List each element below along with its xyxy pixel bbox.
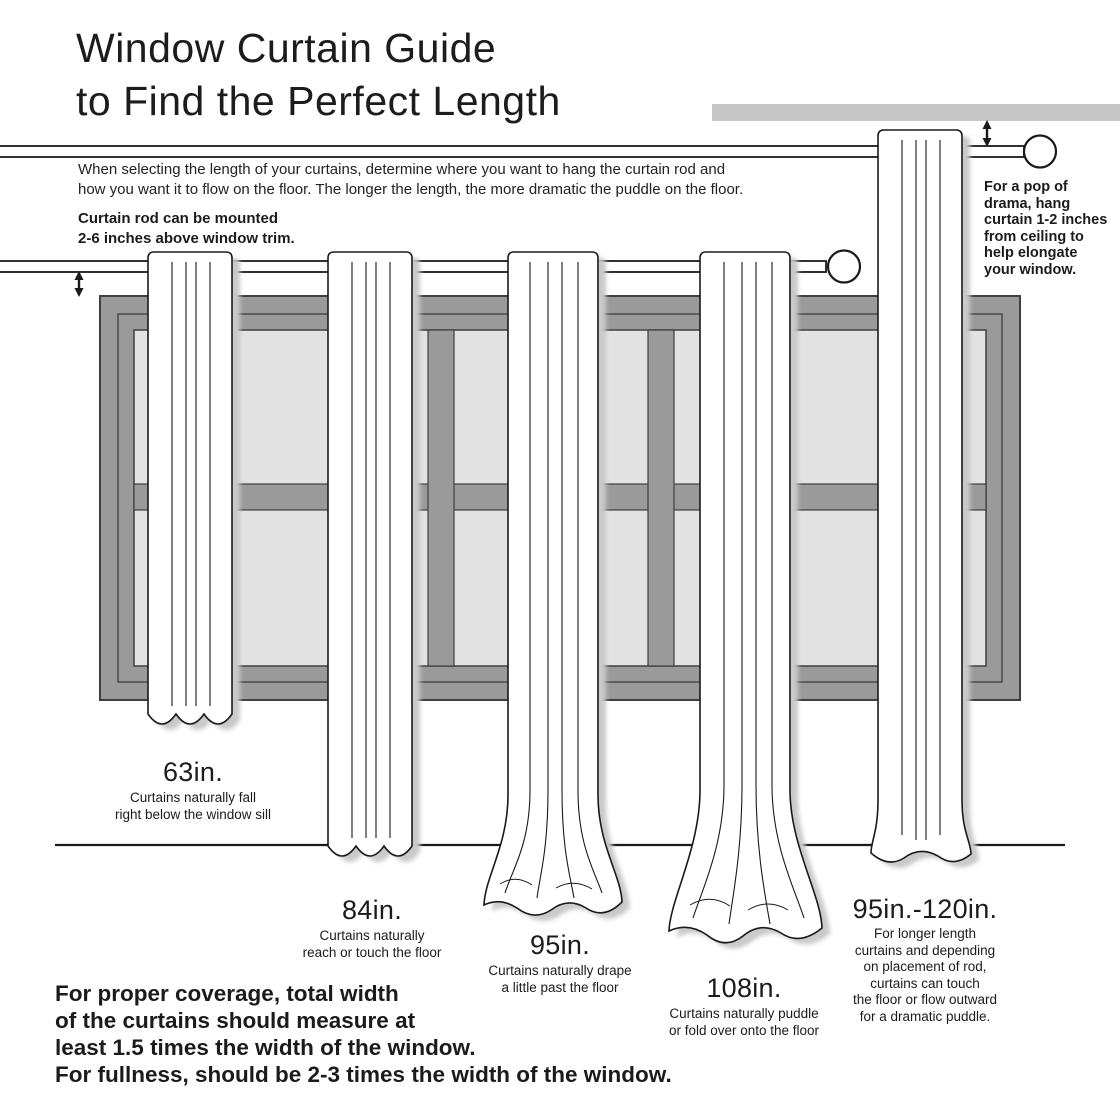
curtain-84-panel	[327, 251, 413, 857]
rod-finial-top	[1022, 134, 1058, 169]
label-length-108: 108in.	[706, 973, 782, 1003]
ceiling-note: For a pop of drama, hang curtain 1-2 inc…	[984, 179, 1108, 278]
curtain-95-120-panel	[870, 129, 972, 863]
window-mullion-right	[647, 329, 675, 667]
ceiling-gap-arrow-up	[982, 120, 992, 129]
curtain-95-120-folds	[901, 140, 941, 840]
curtain-95-drape-lines	[499, 878, 593, 890]
curtain-108-folds	[692, 262, 805, 925]
curtain-95-120	[870, 129, 979, 868]
desc-length-63: Curtains naturally fall right below the …	[114, 790, 272, 822]
curtain-108-panel	[668, 251, 823, 944]
ceiling-gap-arrow-down	[982, 138, 992, 147]
curtain-95-panel	[483, 251, 623, 916]
desc-length-95: Curtains naturally drape a little past t…	[488, 963, 632, 995]
desc-length-95-120: For longer length curtains and depending…	[852, 926, 998, 1024]
ceiling-gap-arrow	[982, 120, 992, 147]
label-length-95: 95in.	[529, 930, 591, 960]
curtain-108-drape-lines	[689, 898, 789, 911]
intro-text: When selecting the length of your curtai…	[78, 161, 744, 198]
desc-length-84: Curtains naturally reach or touch the fl…	[302, 928, 442, 960]
label-length-84: 84in.	[341, 895, 403, 925]
rod-height-arrow-down	[74, 288, 84, 297]
curtain-rod-top	[0, 134, 1058, 169]
curtain-108	[668, 251, 830, 949]
curtain-63-folds	[171, 262, 211, 706]
curtain-95-folds	[504, 262, 603, 899]
rod-height-arrow-up	[74, 271, 84, 280]
footer-note: For proper coverage, total width of the …	[55, 981, 672, 1087]
label-length-95-120: 95in.-120in.	[852, 894, 998, 924]
window-mullion-left	[427, 329, 455, 667]
rod-bar-top	[0, 145, 1025, 158]
rod-height-arrow	[74, 271, 84, 297]
curtain-95	[483, 251, 630, 922]
rod-mount-note: Curtain rod can be mounted 2-6 inches ab…	[78, 210, 295, 247]
desc-length-108: Curtains naturally puddle or fold over o…	[668, 1006, 820, 1038]
curtain-84-folds	[351, 262, 391, 838]
label-length-63: 63in.	[162, 757, 224, 787]
curtain-63	[147, 251, 240, 730]
curtain-84	[327, 251, 420, 862]
rod-finial-main	[826, 249, 862, 284]
curtain-63-panel	[147, 251, 233, 725]
page-title: Window Curtain Guide to Find the Perfect…	[76, 25, 561, 124]
ceiling-band	[712, 104, 1120, 121]
